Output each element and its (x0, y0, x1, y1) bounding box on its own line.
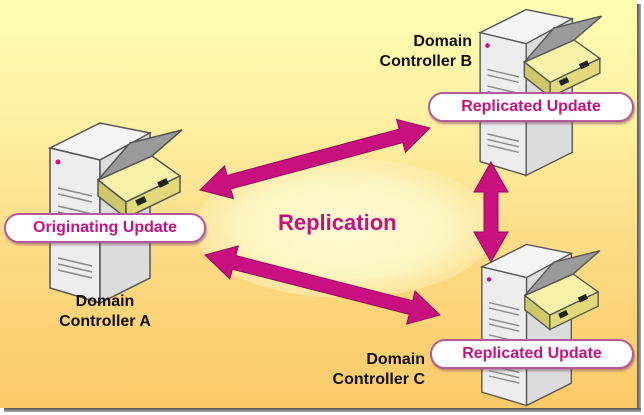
controller-b-label-line1: Domain (413, 33, 472, 50)
replicated-update-badge-c: Replicated Update (430, 339, 634, 369)
controller-a-label-line1: Domain (75, 293, 135, 310)
originating-update-badge: Originating Update (4, 213, 206, 243)
controller-c-label-line1: Domain (366, 351, 425, 368)
frame-shadow-right (637, 4, 641, 412)
arrow-b-c (473, 160, 509, 264)
replication-label: Replication (278, 210, 397, 235)
controller-c-label: Domain Controller C (305, 350, 425, 390)
replication-cloud (195, 158, 495, 298)
arrow-a-c (204, 245, 441, 325)
controller-a-label-line2: Controller A (59, 313, 151, 330)
server-icon-controller-c (481, 243, 601, 407)
controller-c-label-line2: Controller C (332, 371, 425, 388)
replication-arrows (199, 118, 509, 325)
controller-b-label-line2: Controller B (379, 53, 472, 70)
replicated-update-badge-b: Replicated Update (428, 92, 634, 122)
diagram-svg (49, 8, 603, 407)
arrow-a-b (199, 118, 431, 200)
controller-a-label: Domain Controller A (40, 292, 170, 332)
controller-b-label: Domain Controller B (352, 32, 472, 72)
frame-shadow-bottom (4, 408, 641, 412)
